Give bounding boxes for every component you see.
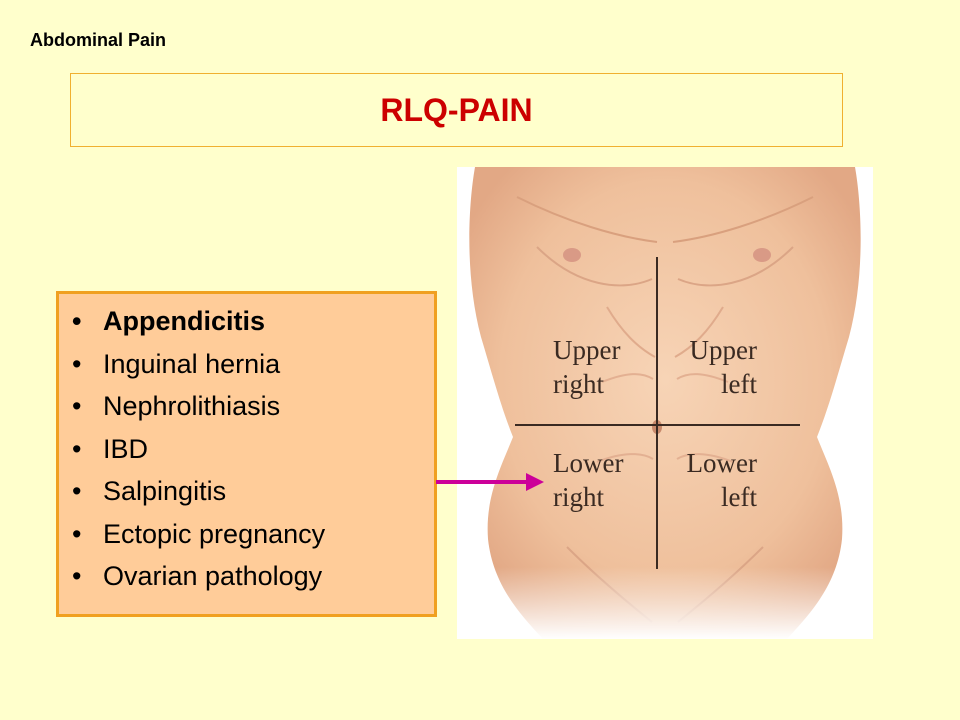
pec-right-line <box>536 246 653 287</box>
title-box: RLQ-PAIN <box>70 73 843 147</box>
quadrant-label-upper-right-1: Upper <box>553 335 620 365</box>
bottom-fade <box>457 567 873 639</box>
list-item-label: Ectopic pregnancy <box>103 518 326 549</box>
ab-line <box>596 453 654 463</box>
abdomen-diagram: Upper right Upper left Lower right Lower… <box>457 167 873 639</box>
bullet-icon: • <box>72 518 82 549</box>
quadrant-label-upper-left-1: Upper <box>690 335 757 365</box>
bullet-icon: • <box>72 348 82 379</box>
nipple-right <box>563 248 581 262</box>
list-item-label: Inguinal hernia <box>103 348 281 379</box>
list-item: • IBD <box>59 428 434 471</box>
torso-shape <box>469 167 861 639</box>
clavicle-left-line <box>672 196 814 243</box>
list-item-label: Appendicitis <box>103 306 266 336</box>
slide-title: RLQ-PAIN <box>380 91 533 128</box>
ab-line <box>601 373 654 383</box>
conditions-list: • Appendicitis • Inguinal hernia • Nephroli… <box>59 294 434 598</box>
list-item-label: Ovarian pathology <box>103 561 323 591</box>
list-item: • Appendicitis <box>59 300 434 343</box>
list-item-label: IBD <box>103 433 149 464</box>
list-item-label: Salpingitis <box>103 476 227 506</box>
nipple-left <box>753 248 771 262</box>
list-item: • Inguinal hernia <box>59 343 434 386</box>
bullet-icon: • <box>72 561 82 591</box>
bullet-icon: • <box>72 476 82 506</box>
bullet-icon: • <box>72 391 82 421</box>
ab-line <box>676 453 734 463</box>
conditions-list-box: • Appendicitis • Inguinal hernia • Nephroli… <box>56 291 437 617</box>
pointer-arrow <box>436 473 544 491</box>
list-item: • Ovarian pathology <box>59 555 434 598</box>
quadrant-label-lower-left-2: left <box>721 482 757 512</box>
list-item: • Ectopic pregnancy <box>59 513 434 556</box>
pec-left-line <box>677 246 794 287</box>
ab-line <box>676 373 729 383</box>
quadrant-label-lower-right-2: right <box>553 482 604 512</box>
quadrant-label-lower-left-1: Lower <box>687 448 757 478</box>
torso-illustration: Upper right Upper left Lower right Lower… <box>457 167 873 639</box>
header-label: Abdominal Pain <box>30 30 167 50</box>
rib-line-left <box>674 306 724 358</box>
quadrant-label-upper-right-2: right <box>553 369 604 399</box>
quadrant-label-upper-left-2: left <box>721 369 757 399</box>
list-item: • Salpingitis <box>59 470 434 513</box>
quadrant-label-lower-right-1: Lower <box>553 448 623 478</box>
list-item: • Nephrolithiasis <box>59 385 434 428</box>
rib-line-right <box>606 306 656 358</box>
bullet-icon: • <box>72 306 82 336</box>
list-item-label: Nephrolithiasis <box>103 391 281 421</box>
clavicle-right-line <box>516 196 658 243</box>
bullet-icon: • <box>72 433 82 464</box>
